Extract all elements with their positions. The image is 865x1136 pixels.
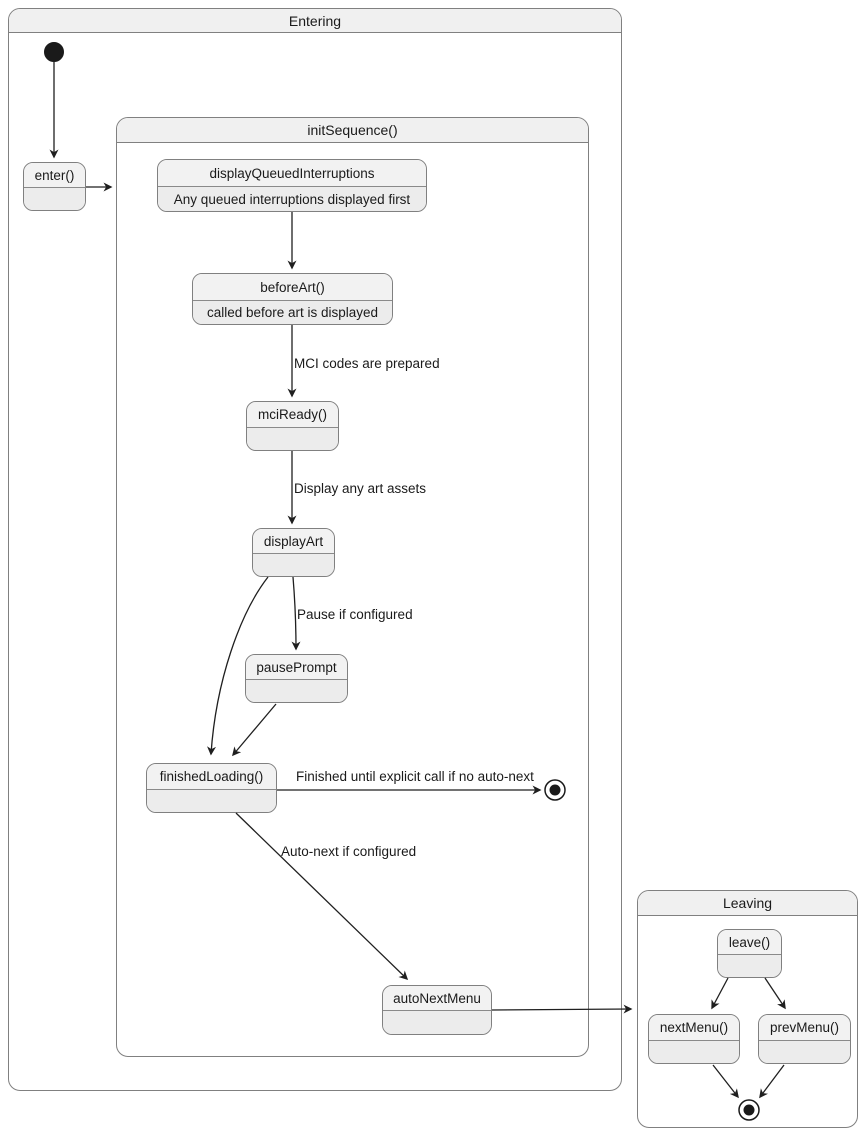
state-mci-ready-title: mciReady() — [247, 402, 338, 428]
state-pause-prompt-title: pausePrompt — [246, 655, 347, 680]
state-finished-loading-body — [147, 790, 276, 812]
state-mci-ready-body — [247, 428, 338, 450]
state-finished-loading-title: finishedLoading() — [147, 764, 276, 790]
state-next-menu: nextMenu() — [648, 1014, 740, 1064]
state-leave-title: leave() — [718, 930, 781, 955]
state-prev-menu: prevMenu() — [758, 1014, 851, 1064]
container-entering-title: Entering — [9, 9, 621, 33]
container-leaving-title: Leaving — [638, 891, 857, 916]
state-auto-next-menu-title: autoNextMenu — [383, 986, 491, 1011]
edge-label-pause: Pause if configured — [295, 607, 415, 623]
state-enter-body — [24, 188, 85, 210]
state-auto-next-menu-body — [383, 1011, 491, 1034]
edge-label-finished: Finished until explicit call if no auto-… — [294, 769, 536, 785]
state-prev-menu-body — [759, 1041, 850, 1063]
state-finished-loading: finishedLoading() — [146, 763, 277, 813]
state-before-art-title: beforeArt() — [193, 274, 392, 301]
container-leaving: Leaving — [637, 890, 858, 1128]
container-init-sequence-title: initSequence() — [117, 118, 588, 143]
state-before-art-desc: called before art is displayed — [193, 301, 392, 324]
state-before-art: beforeArt() called before art is display… — [192, 273, 393, 325]
state-enter-title: enter() — [24, 163, 85, 188]
edge-label-mci-ready: MCI codes are prepared — [292, 356, 442, 372]
state-next-menu-body — [649, 1041, 739, 1063]
state-leave: leave() — [717, 929, 782, 978]
edge-label-auto-next: Auto-next if configured — [279, 844, 419, 860]
state-display-art-body — [253, 554, 334, 576]
state-display-art: displayArt — [252, 528, 335, 577]
edge-label-display-art: Display any art assets — [292, 481, 429, 497]
state-leave-body — [718, 955, 781, 977]
state-auto-next-menu: autoNextMenu — [382, 985, 492, 1035]
state-mci-ready: mciReady() — [246, 401, 339, 451]
container-init-sequence: initSequence() — [116, 117, 589, 1057]
state-prev-menu-title: prevMenu() — [759, 1015, 850, 1041]
state-display-queued-interruptions-title: displayQueuedInterruptions — [158, 160, 426, 187]
state-display-queued-interruptions: displayQueuedInterruptions Any queued in… — [157, 159, 427, 212]
state-pause-prompt: pausePrompt — [245, 654, 348, 703]
state-enter: enter() — [23, 162, 86, 211]
state-display-queued-interruptions-desc: Any queued interruptions displayed first — [158, 187, 426, 211]
state-display-art-title: displayArt — [253, 529, 334, 554]
state-next-menu-title: nextMenu() — [649, 1015, 739, 1041]
state-pause-prompt-body — [246, 680, 347, 702]
